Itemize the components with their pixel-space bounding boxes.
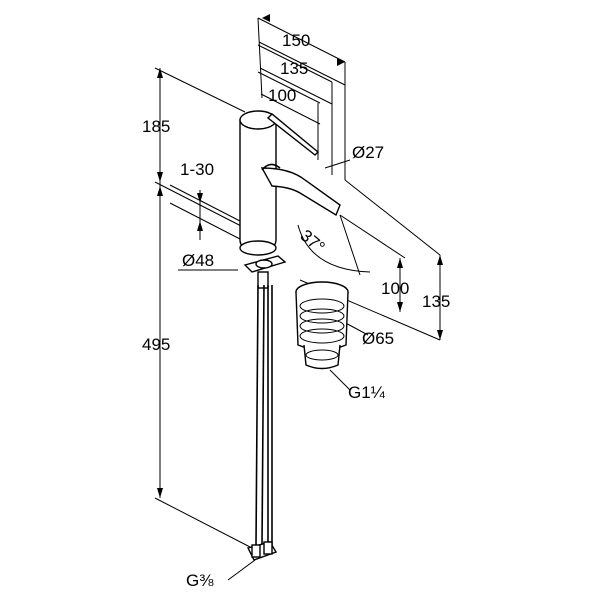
dimension-lines [154,17,441,581]
dim-width-100: 100 [268,86,296,105]
mounting-assembly [243,255,287,561]
dim-countertop-range: 1-30 [180,160,214,179]
dim-spout-angle: 37° [297,226,329,257]
dimension-arrows [157,14,443,498]
dim-base-diameter: Ø48 [182,251,214,270]
faucet [239,110,341,256]
dim-waste-diameter: Ø65 [362,329,394,348]
dim-hose-thread: G⅜ [186,571,214,590]
dim-width-150: 150 [282,31,310,50]
dim-spout-diameter: Ø27 [352,143,384,162]
dimension-labels: 150 135 100 185 1-30 Ø27 37° Ø48 100 135… [142,31,450,590]
waste-valve [295,281,349,370]
dim-width-135: 135 [280,59,308,78]
dim-height-495: 495 [142,335,170,354]
dim-height-185: 185 [142,117,170,136]
dim-spout-height-135: 135 [422,292,450,311]
dim-spout-height-100: 100 [381,279,409,298]
dim-waste-thread: G1¼ [348,383,386,402]
